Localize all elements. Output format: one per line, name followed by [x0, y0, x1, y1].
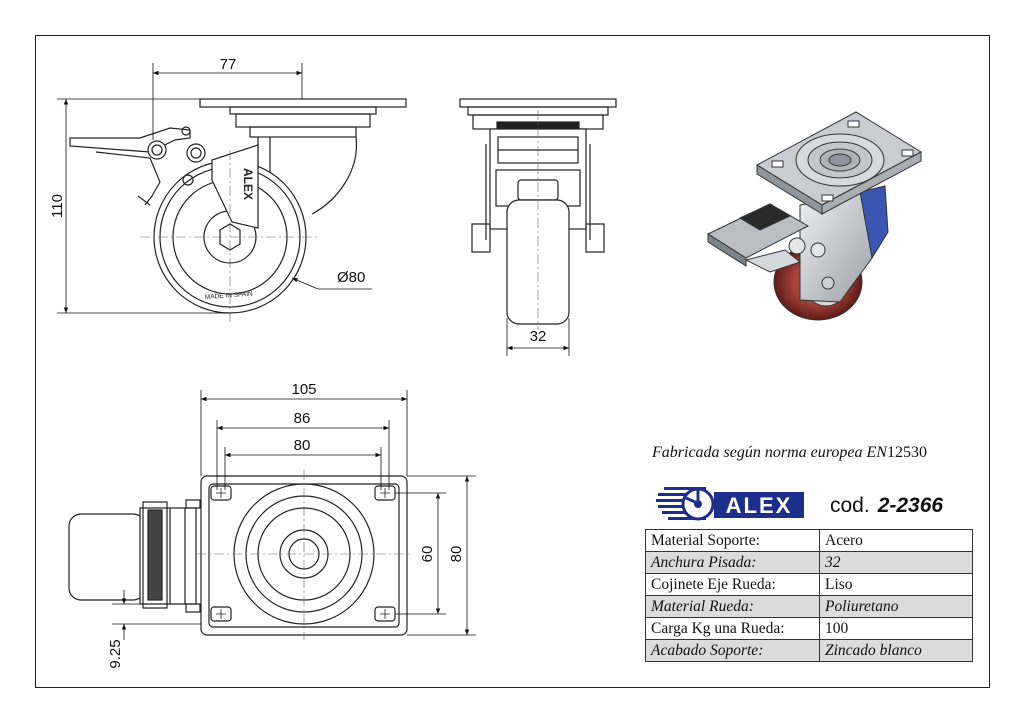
dim-diameter-label: Ø80: [337, 269, 365, 286]
wheel-made-in-marking: MADE IN SPAIN: [205, 291, 254, 301]
dim-80-vertical-label: 80: [448, 546, 465, 563]
dim-925-label: 9.25: [107, 639, 124, 668]
spec-row: Carga Kg una Rueda: 100: [645, 617, 973, 640]
spec-row: Cojinete Eje Rueda: Liso: [645, 573, 973, 596]
top-view: [68, 470, 412, 640]
dim-60-label: 60: [419, 546, 436, 563]
spec-label: Material Rueda:: [645, 595, 820, 618]
standard-note: Fabricada según norma europea EN12530: [652, 444, 982, 462]
dim-80-horizontal-label: 80: [294, 437, 311, 454]
spec-row: Material Soporte: Acero: [645, 529, 973, 552]
dim-80-horizontal: [224, 447, 382, 490]
code-value: 2-2366: [877, 494, 944, 517]
spec-value: 32: [819, 551, 973, 574]
side-view: [69, 98, 407, 325]
spec-label: Cojinete Eje Rueda:: [645, 573, 820, 596]
drawing-frame: [35, 35, 990, 688]
dim-86-label: 86: [294, 410, 311, 427]
spec-label: Carga Kg una Rueda:: [645, 617, 820, 640]
dim-32: [506, 318, 570, 356]
dim-80-vertical: [407, 475, 476, 636]
spec-label: Material Soporte:: [645, 529, 820, 552]
code-label: cod.: [830, 494, 870, 517]
spec-label: Anchura Pisada:: [645, 551, 820, 574]
spec-label: Acabado Soporte:: [645, 639, 820, 662]
dim-110-label: 110: [49, 194, 66, 218]
spec-value: Liso: [819, 573, 973, 596]
dim-77-label: 77: [220, 56, 237, 73]
standard-note-prefix: Fabricada según norma europea EN: [652, 444, 887, 461]
logo-text: ALEX: [726, 493, 793, 518]
front-view: [459, 98, 617, 330]
isometric-view: [706, 111, 923, 321]
alex-logo: ALEX: [656, 487, 804, 521]
spec-row: Acabado Soporte: Zincado blanco: [645, 639, 973, 662]
spec-value: Poliuretano: [819, 595, 973, 618]
dim-110: [57, 98, 230, 314]
dim-105: [200, 390, 408, 476]
dim-32-label: 32: [530, 328, 547, 345]
dim-60: [395, 492, 446, 615]
standard-note-number: 12530: [886, 444, 927, 461]
dim-925: [112, 590, 201, 640]
dim-105-label: 105: [291, 381, 316, 398]
dim-diameter: [291, 277, 372, 290]
spec-row: Anchura Pisada: 32: [645, 551, 973, 574]
wheel-brand-marking: ALEX: [241, 168, 255, 200]
spec-value: 100: [819, 617, 973, 640]
dim-86: [216, 420, 390, 490]
spec-value: Zincado blanco: [819, 639, 973, 662]
spec-row: Material Rueda: Poliuretano: [645, 595, 973, 618]
product-code: cod. 2-2366: [830, 494, 943, 518]
spec-table: Material Soporte: Acero Anchura Pisada: …: [645, 529, 973, 662]
spec-value: Acero: [819, 529, 973, 552]
dim-77: [152, 63, 303, 140]
